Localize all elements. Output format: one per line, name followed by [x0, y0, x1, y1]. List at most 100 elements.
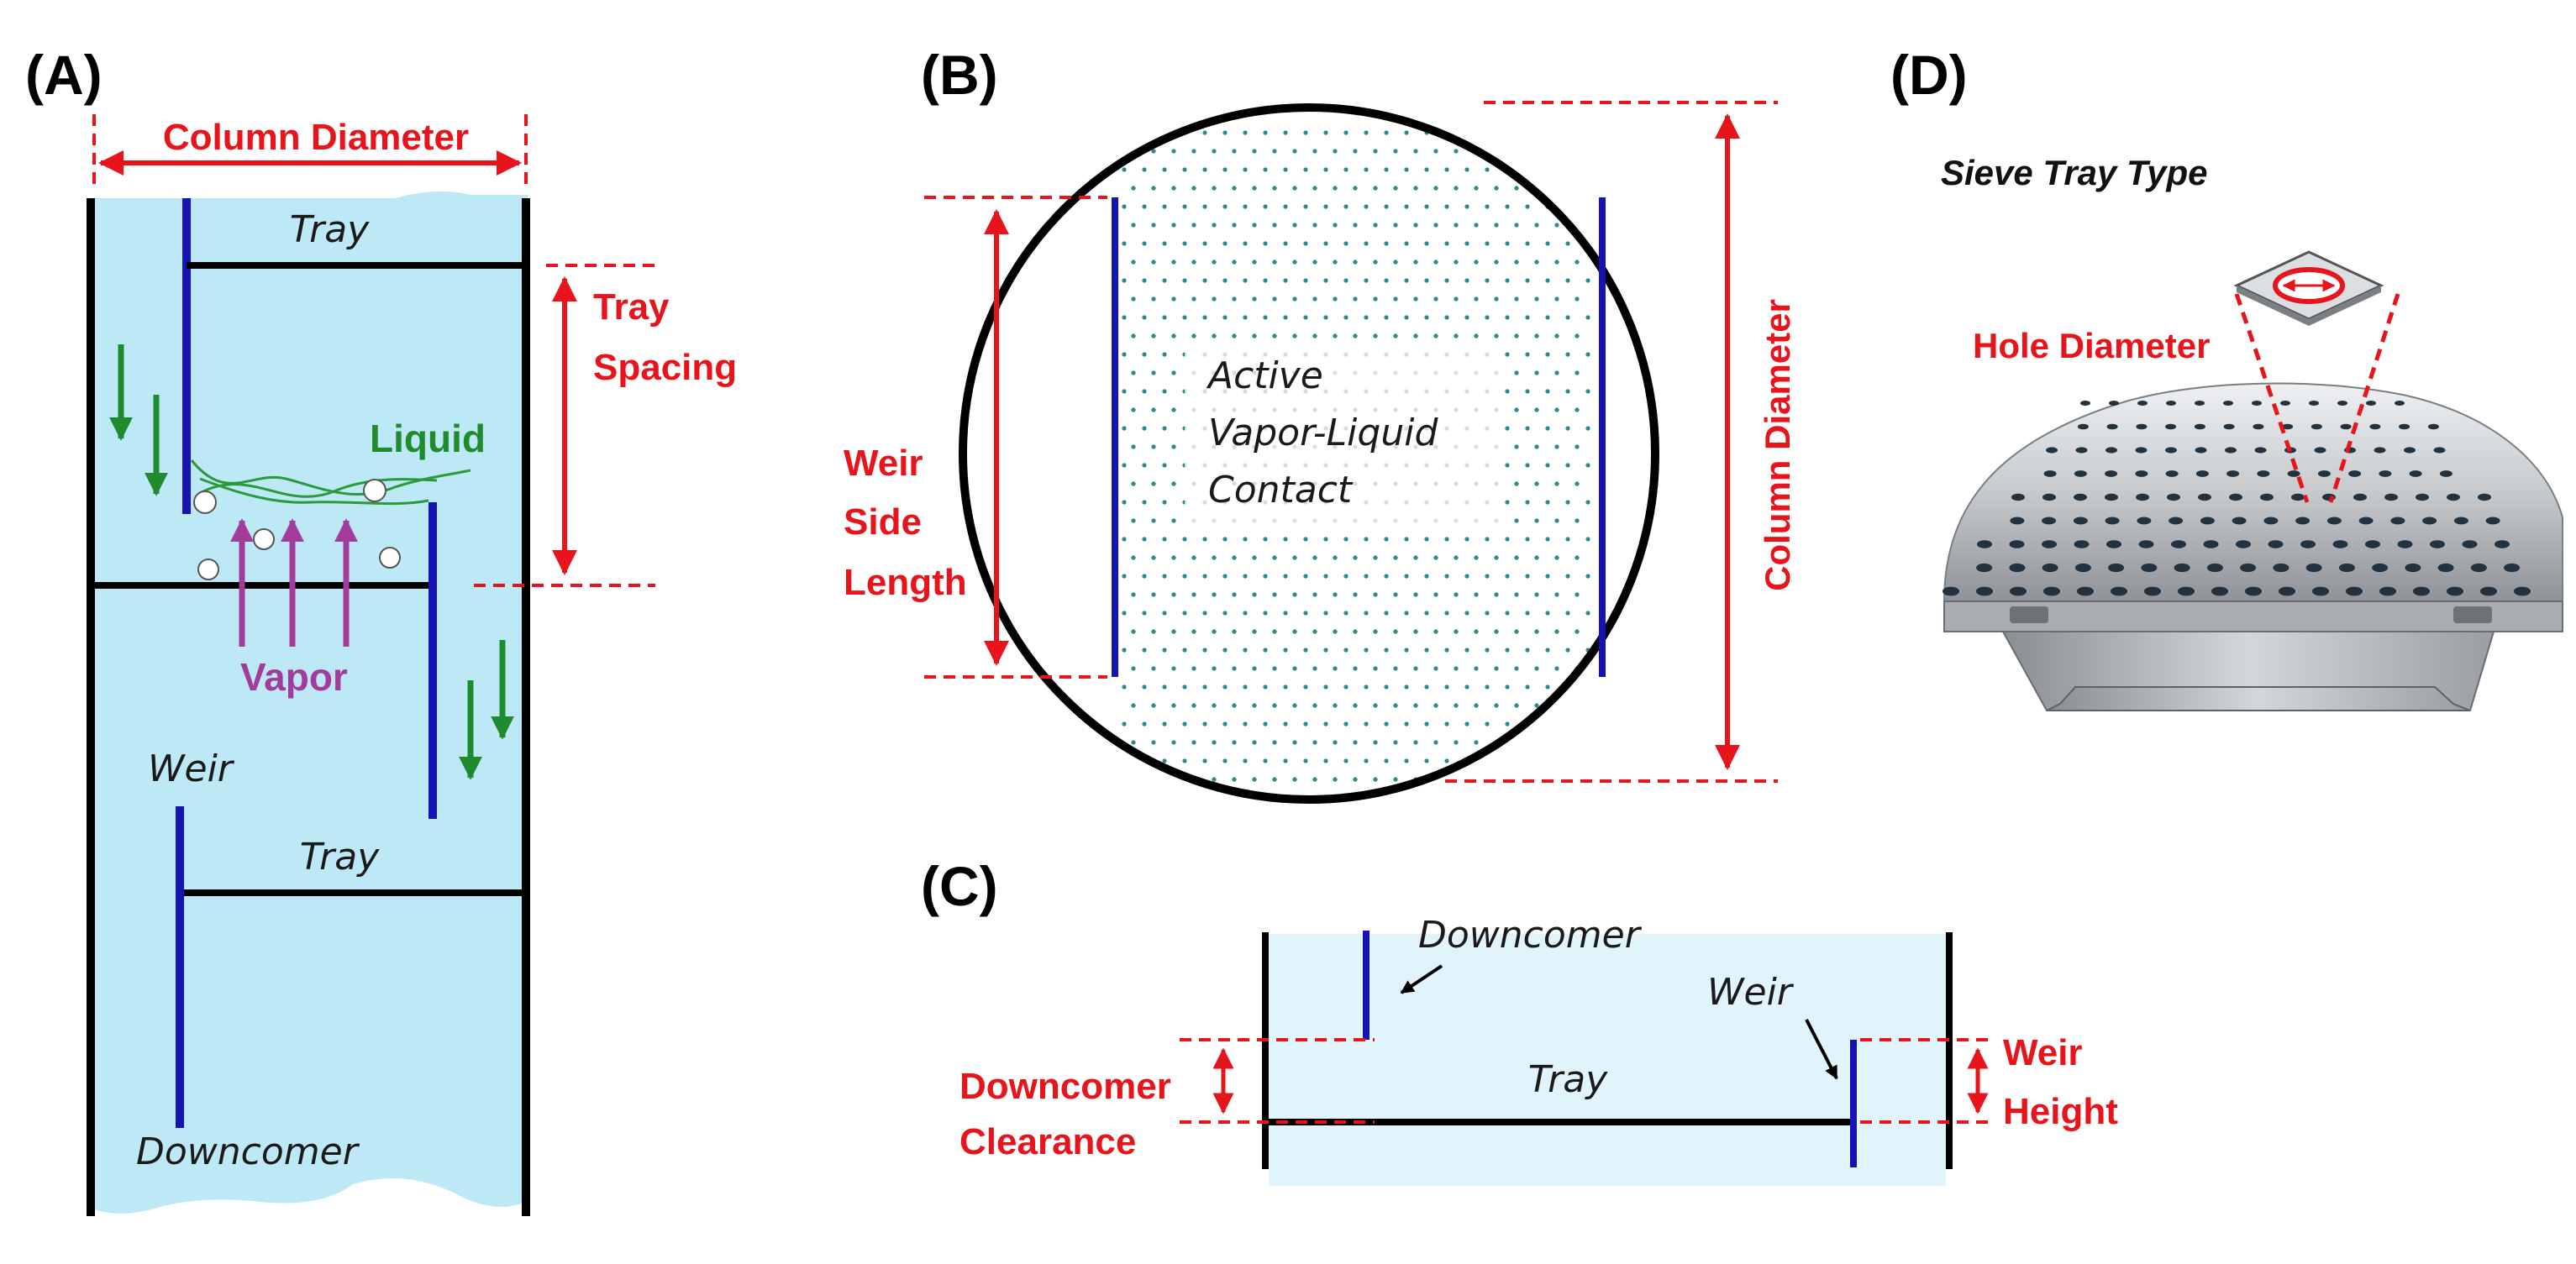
perforation-dot [1243, 611, 1248, 616]
perforation-dot [1222, 574, 1228, 579]
perforation-dot [1424, 537, 1429, 542]
perforation-dot [1565, 241, 1570, 246]
perforation-dot [1162, 537, 1167, 542]
tray-hole [2144, 586, 2161, 596]
tray-hole [1943, 586, 1959, 596]
perforation-dot [1585, 389, 1590, 394]
perforation-dot [1585, 463, 1590, 468]
column-cross-section [959, 103, 1659, 804]
tray-hole [2291, 493, 2305, 501]
perforation-dot [1202, 611, 1207, 616]
perforation-dot [1545, 389, 1550, 394]
perforation-dot [1393, 777, 1398, 782]
perforation-dot [1202, 204, 1207, 209]
perforation-dot [1122, 500, 1127, 505]
perforation-dot [1505, 500, 1510, 505]
perforation-dot [1232, 740, 1237, 745]
sieve-tray-title: Sieve Tray Type [1941, 153, 2208, 192]
weir-label: Weir [148, 747, 235, 790]
perforation-dot [1554, 333, 1559, 338]
perforation-dot [1171, 777, 1176, 782]
perforation-dot [1142, 500, 1147, 505]
perforation-dot [1263, 204, 1268, 209]
perforation-dot [1525, 574, 1530, 579]
perforation-dot [1303, 167, 1308, 172]
perforation-dot [1312, 592, 1317, 597]
perforation-dot [1283, 648, 1288, 653]
perforation-dot [1323, 537, 1328, 542]
perforation-dot [1353, 592, 1358, 597]
perforation-dot [1263, 611, 1268, 616]
perforation-dot [1142, 241, 1147, 246]
perforation-dot [1545, 684, 1550, 690]
hole-projection-left [2234, 293, 2310, 503]
perforation-dot [1554, 481, 1559, 486]
perforation-dot [1454, 555, 1459, 560]
perforation-dot [1393, 703, 1398, 708]
tray-hole [2495, 540, 2510, 548]
perforation-dot [1151, 223, 1156, 228]
perforation-dot [1171, 703, 1176, 708]
bubble [193, 490, 217, 514]
perforation-dot [1303, 315, 1308, 320]
perforation-dot [1525, 167, 1530, 172]
perforation-dot [1171, 740, 1176, 745]
tray-hole [2042, 493, 2056, 501]
perforation-dot [1272, 703, 1277, 708]
perforation-dot [1272, 223, 1277, 228]
perforation-dot [1343, 758, 1348, 763]
tray-hole [2462, 540, 2478, 548]
perforation-dot [1122, 352, 1127, 357]
tray-hole [2447, 586, 2463, 596]
weir-length-label-1: Weir [844, 443, 923, 484]
perforation-dot [1585, 315, 1590, 320]
perforation-dot [1263, 758, 1268, 763]
perforation-dot [1151, 629, 1156, 634]
perforation-dot [1333, 186, 1338, 191]
perforation-dot [1232, 186, 1237, 191]
perforation-dot [1303, 537, 1308, 542]
perforation-dot [1525, 315, 1530, 320]
perforation-dot [1252, 666, 1257, 671]
perforation-dot [1122, 315, 1127, 320]
perforation-dot [1171, 518, 1176, 523]
perforation-dot [1364, 204, 1369, 209]
perforation-dot [1283, 241, 1288, 246]
perforation-dot [1585, 574, 1590, 579]
tray-hole [2366, 401, 2376, 406]
perforation-dot [1384, 241, 1389, 246]
tray-hole [2074, 540, 2090, 548]
perforation-dot [1353, 333, 1358, 338]
perforation-dot [1413, 666, 1418, 671]
perforation-dot [1292, 666, 1297, 671]
perforation-dot [1424, 648, 1429, 653]
tray-hole [2165, 447, 2177, 454]
perforation-dot [1454, 666, 1459, 671]
tray-hole [2211, 586, 2228, 596]
perforation-dot [1585, 684, 1590, 690]
perforation-dot [1404, 758, 1409, 763]
perforation-dot [1384, 648, 1389, 653]
tray-liquid-fill [1269, 934, 1946, 1186]
perforation-dot [1222, 611, 1228, 616]
perforation-dot [1232, 703, 1237, 708]
perforation-dot [1182, 315, 1187, 320]
perforation-dot [1413, 555, 1418, 560]
perforation-dot [1202, 278, 1207, 283]
perforation-dot [1404, 574, 1409, 579]
perforation-dot [1191, 592, 1196, 597]
perforation-dot [1454, 149, 1459, 154]
perforation-dot [1474, 666, 1479, 671]
perforation-dot [1545, 352, 1550, 357]
perforation-dot [1252, 260, 1257, 265]
perforation-dot [1464, 537, 1469, 542]
tray-hole [2287, 470, 2300, 477]
tray-hole [2317, 470, 2331, 477]
perforation-dot [1212, 777, 1217, 782]
perforation-dot [1373, 740, 1378, 745]
perforation-dot [1191, 666, 1196, 671]
tray-hole [2010, 517, 2025, 525]
perforation-dot [1575, 333, 1580, 338]
perforation-dot [1424, 574, 1429, 579]
tray-hole [2253, 423, 2264, 430]
